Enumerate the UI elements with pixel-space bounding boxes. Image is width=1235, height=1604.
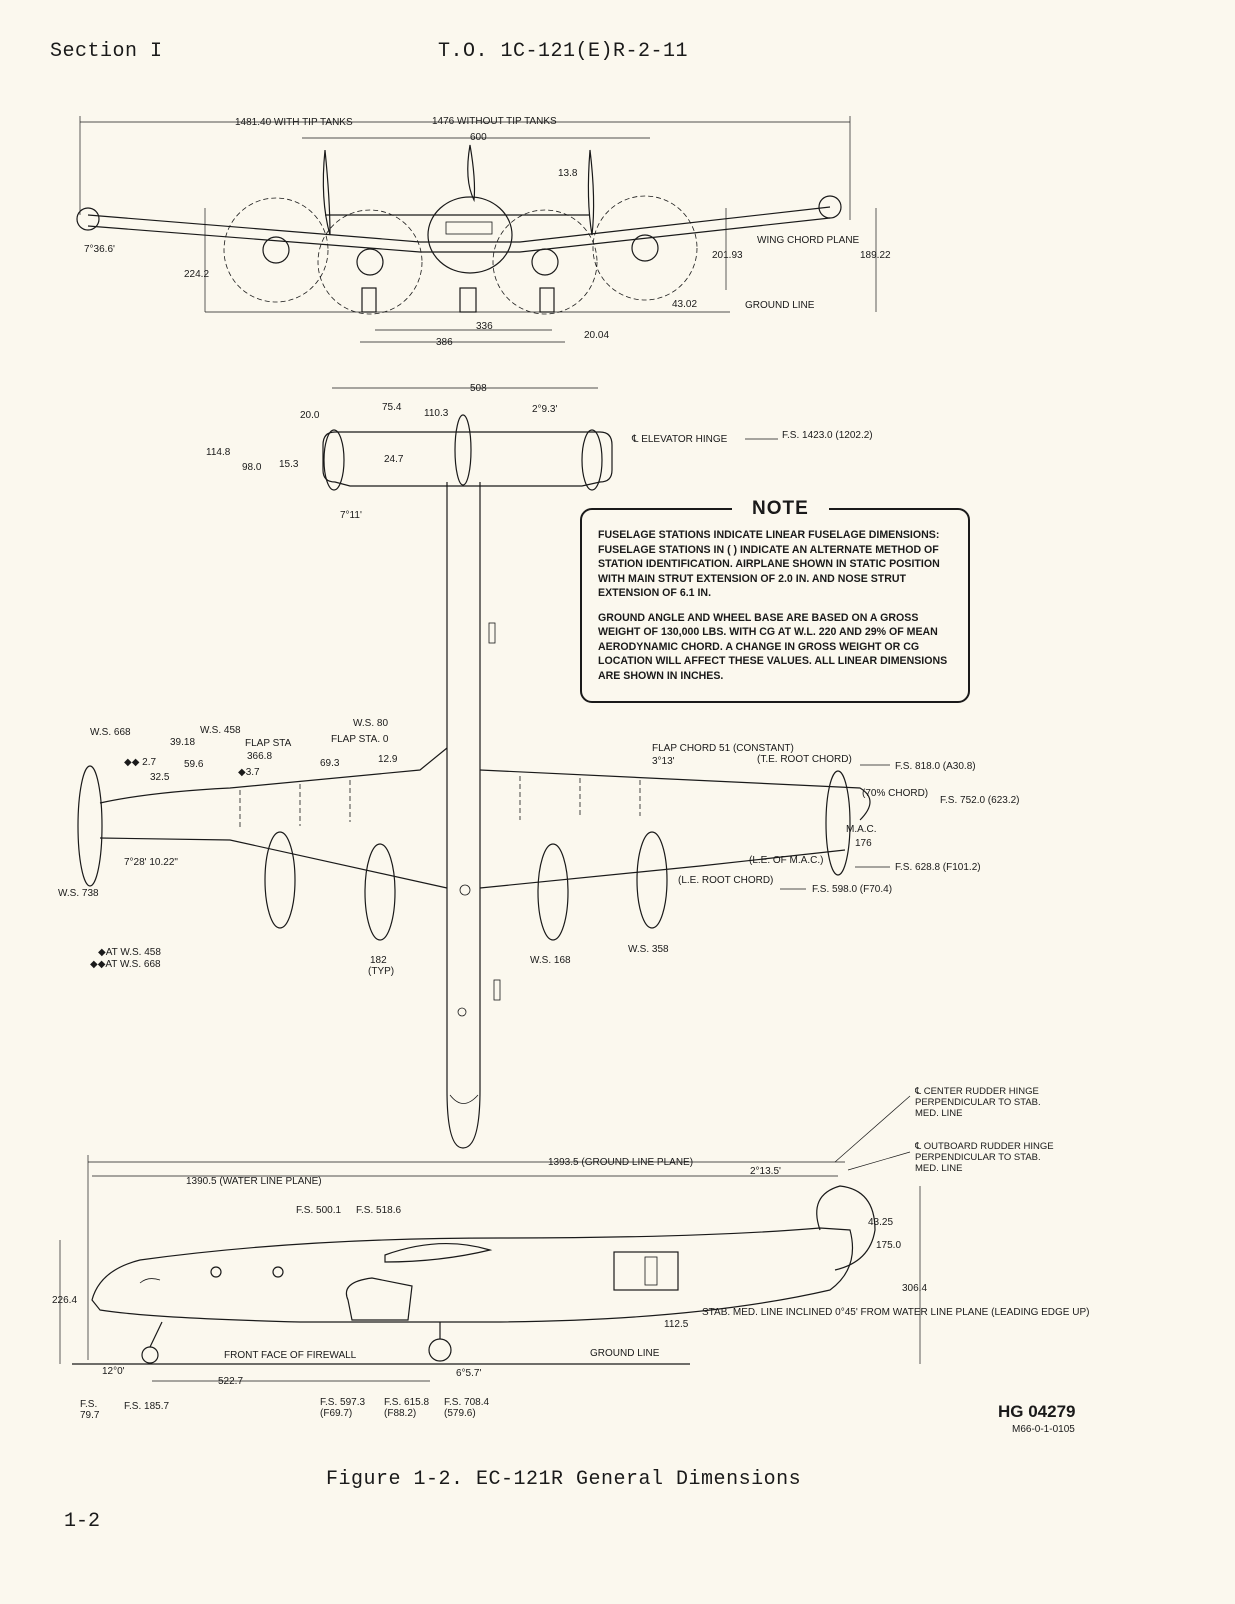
dim-12-9: 12.9 <box>378 754 398 765</box>
fs-79-7: F.S.79.7 <box>80 1399 100 1421</box>
dim-7-28: 7°28' 10.22" <box>124 857 178 868</box>
span-no-tip-label: 1476 WITHOUT TIP TANKS <box>432 116 557 127</box>
legend-ws-668: ◆◆AT W.S. 668 <box>90 959 161 970</box>
te-root-chord: (T.E. ROOT CHORD) <box>757 754 852 765</box>
chord-70: (70% CHORD) <box>862 788 928 799</box>
dim-3-13: 3°13' <box>652 756 675 767</box>
dim-98-0: 98.0 <box>242 462 262 473</box>
le-root-chord: (L.E. ROOT CHORD) <box>678 875 773 886</box>
dim-189-22: 189.22 <box>860 250 891 261</box>
dim-39-18: 39.18 <box>170 737 195 748</box>
ground-line-front: GROUND LINE <box>745 300 815 311</box>
dim-43-25: 43.25 <box>868 1217 893 1228</box>
fs-708-4: F.S. 708.4(579.6) <box>444 1397 489 1419</box>
dim-20-04: 20.04 <box>584 330 609 341</box>
dim-24-7: 24.7 <box>384 454 404 465</box>
flap-sta-label: FLAP STA <box>245 738 292 749</box>
dim-508: 508 <box>470 383 487 394</box>
dim-201-93: 201.93 <box>712 250 743 261</box>
top-view: 508 75.4 110.3 2°9.3' 20.0 114.8 98.0 15… <box>58 383 1020 1149</box>
ground-line-plane: 1393.5 (GROUND LINE PLANE) <box>548 1157 693 1168</box>
dim-336: 336 <box>476 321 493 332</box>
dim-600: 600 <box>470 132 487 143</box>
dim-114-8: 114.8 <box>206 447 231 458</box>
mac-label: M.A.C. <box>846 824 877 835</box>
ground-line-side: GROUND LINE <box>590 1348 660 1359</box>
dim-32-5: 32.5 <box>150 772 170 783</box>
dim-20-0: 20.0 <box>300 410 320 421</box>
ws-168: W.S. 168 <box>530 955 571 966</box>
flap-chord-label: FLAP CHORD 51 (CONSTANT) <box>652 743 794 754</box>
ws-80: W.S. 80 <box>353 718 388 729</box>
dim-12-0: 12°0' <box>102 1366 125 1377</box>
dim-226-4: 226.4 <box>52 1295 77 1306</box>
fs-518-6: F.S. 518.6 <box>356 1205 401 1216</box>
fs-628-8: F.S. 628.8 (F101.2) <box>895 862 981 873</box>
side-view: 1393.5 (GROUND LINE PLANE) 1390.5 (WATER… <box>52 1155 1089 1421</box>
m66-code: M66-0-1-0105 <box>1012 1424 1075 1435</box>
dim-2-9-3: 2°9.3' <box>532 404 557 415</box>
water-line-plane: 1390.5 (WATER LINE PLANE) <box>186 1176 322 1187</box>
note-box: NOTE FUSELAGE STATIONS INDICATE LINEAR F… <box>580 498 970 703</box>
dihedral-angle: 7°36.6' <box>84 244 115 255</box>
dim-112-5: 112.5 <box>664 1319 689 1330</box>
dim-2-13-5: 2°13.5' <box>750 1166 781 1177</box>
le-of-mac: (L.E. OF M.A.C.) <box>749 855 823 866</box>
legend-ws-458: ◆AT W.S. 458 <box>98 947 161 958</box>
dim-175-0: 175.0 <box>876 1240 901 1251</box>
note-paragraph-1: FUSELAGE STATIONS INDICATE LINEAR FUSELA… <box>598 529 940 599</box>
hg-code: HG 04279 <box>998 1402 1076 1421</box>
dim-366-8: 366.8 <box>247 751 272 762</box>
dim-182: 182 <box>370 955 387 966</box>
fs-615-8: F.S. 615.8(F88.2) <box>384 1397 429 1419</box>
dim-386: 386 <box>436 337 453 348</box>
dim-59-6: 59.6 <box>184 759 204 770</box>
page-number: 1-2 <box>64 1510 101 1533</box>
dim-43-02: 43.02 <box>672 299 697 310</box>
dim-224-2: 224.2 <box>184 269 209 280</box>
fs-500-1: F.S. 500.1 <box>296 1205 341 1216</box>
dim-2-7: ◆◆ 2.7 <box>124 757 156 768</box>
dim-110-3: 110.3 <box>424 408 449 419</box>
dim-6-5-7: 6°5.7' <box>456 1368 481 1379</box>
dim-176: 176 <box>855 838 872 849</box>
dim-3-7: ◆3.7 <box>238 767 260 778</box>
dim-69-3: 69.3 <box>320 758 340 769</box>
fs-185-7: F.S. 185.7 <box>124 1401 169 1412</box>
front-view: 1481.40 WITH TIP TANKS 1476 WITHOUT TIP … <box>76 116 891 348</box>
dim-13-8: 13.8 <box>558 168 578 179</box>
fs-752: F.S. 752.0 (623.2) <box>940 795 1020 806</box>
note-paragraph-2: GROUND ANGLE AND WHEEL BASE ARE BASED ON… <box>598 611 948 682</box>
wing-chord-plane-label: WING CHORD PLANE <box>757 235 860 246</box>
typ-label: (TYP) <box>368 966 394 977</box>
dim-15-3: 15.3 <box>279 459 299 470</box>
ws-358: W.S. 358 <box>628 944 669 955</box>
section-label: Section I <box>50 40 163 63</box>
stab-med-line: STAB. MED. LINE INCLINED 0°45' FROM WATE… <box>702 1307 1089 1318</box>
dim-7-11: 7°11' <box>340 510 362 521</box>
dim-306-4: 306.4 <box>902 1283 927 1294</box>
dim-522-7: 522.7 <box>218 1376 243 1387</box>
flap-sta-0: FLAP STA. 0 <box>331 734 389 745</box>
fs-818: F.S. 818.0 (A30.8) <box>895 761 976 772</box>
elevator-hinge-label: ℄ ELEVATOR HINGE <box>631 434 728 445</box>
center-rudder-callout: ℄ CENTER RUDDER HINGE PERPENDICULAR TO S… <box>915 1086 1041 1119</box>
figure-caption: Figure 1-2. EC-121R General Dimensions <box>326 1468 802 1491</box>
fs-598: F.S. 598.0 (F70.4) <box>812 884 892 895</box>
ws-738: W.S. 738 <box>58 888 99 899</box>
ws-458: W.S. 458 <box>200 725 241 736</box>
note-title: NOTE <box>732 498 829 520</box>
firewall-label: FRONT FACE OF FIREWALL <box>224 1350 357 1361</box>
dim-75-4: 75.4 <box>382 402 402 413</box>
outboard-rudder-callout: ℄ OUTBOARD RUDDER HINGE PERPENDICULAR TO… <box>915 1141 1054 1174</box>
to-number: T.O. 1C-121(E)R-2-11 <box>438 40 689 63</box>
span-tip-label: 1481.40 WITH TIP TANKS <box>235 117 353 128</box>
fs-1423: F.S. 1423.0 (1202.2) <box>782 430 873 441</box>
fs-597-3: F.S. 597.3(F69.7) <box>320 1397 365 1419</box>
ws-668: W.S. 668 <box>90 727 131 738</box>
